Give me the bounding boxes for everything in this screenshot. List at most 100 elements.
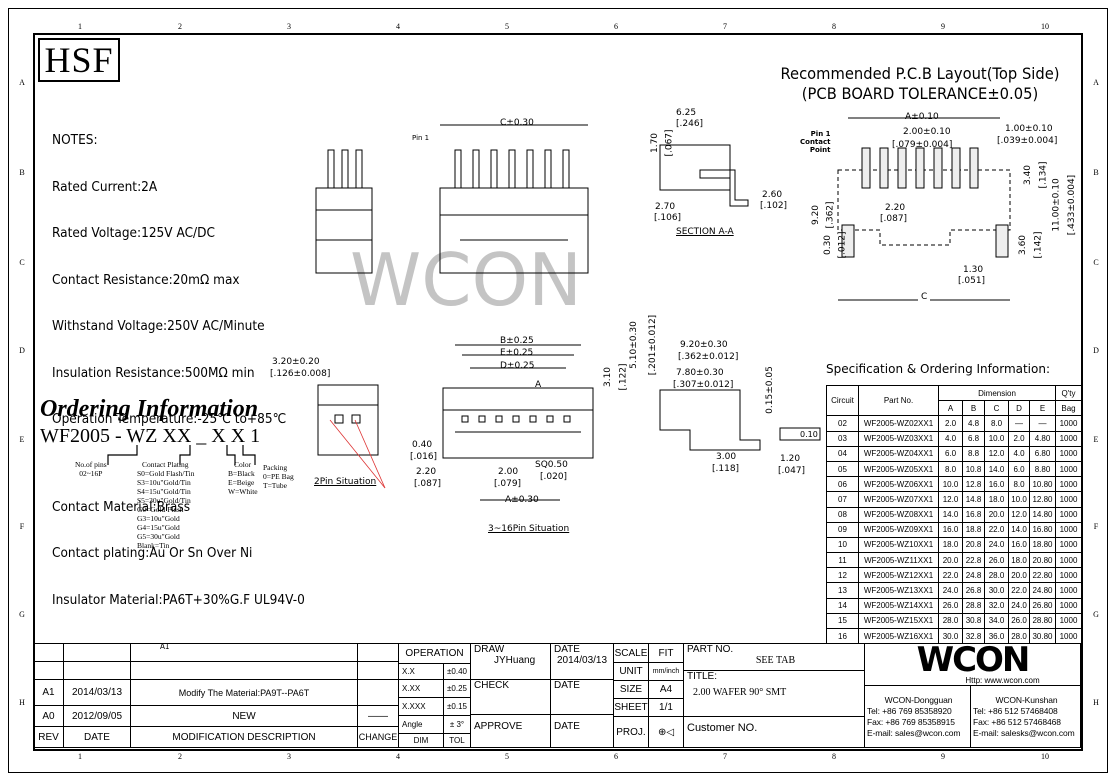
pin1-label: Pin 1 xyxy=(412,134,430,142)
table-cell: 14.8 xyxy=(962,491,985,508)
dim-label: 2.60 xyxy=(762,190,783,200)
table-cell: 4.8 xyxy=(962,415,985,432)
dim-label: 1.00±0.10 xyxy=(1005,124,1053,134)
column-marker: 1 xyxy=(78,22,82,31)
pins-legend: No.of pins 02~16P xyxy=(75,460,107,478)
header-b: B xyxy=(962,400,985,417)
pin-outline xyxy=(544,149,552,189)
row-marker: D xyxy=(1093,346,1099,355)
dim-label: [.079] xyxy=(494,479,522,489)
table-cell: 28.0 xyxy=(984,567,1009,584)
table-cell: 18.0 xyxy=(1008,552,1030,569)
table-cell: 14 xyxy=(826,597,859,614)
dim-label: 5.10±0.30 xyxy=(628,321,639,369)
note-line: Contact plating:Au Or Sn Over Ni xyxy=(52,545,253,561)
table-cell: 30.80 xyxy=(1029,627,1056,645)
dim-label: DIM xyxy=(398,733,444,748)
pin-square xyxy=(563,415,571,423)
dim-label: 2.20 xyxy=(416,467,437,477)
table-cell: 16 xyxy=(826,627,859,645)
dim-label: [.142] xyxy=(1033,231,1044,259)
plating-option: S5=30u"Gold/Tin xyxy=(137,496,191,505)
table-cell: 26.8 xyxy=(962,582,985,599)
title-cell: TITLE: 2.00 WAFER 90° SMT xyxy=(683,670,865,717)
table-cell: WF2005-WZ11XX1 xyxy=(858,552,939,569)
plating-option: S4=15u"Gold/Tin xyxy=(137,487,191,496)
customer-no-label: Customer NO. xyxy=(683,716,865,748)
office-email: E-mail: sales@wcon.com xyxy=(867,727,961,738)
table-cell: 15 xyxy=(826,612,859,630)
dim-label: [.134] xyxy=(1038,161,1049,189)
table-cell: 30.0 xyxy=(984,582,1009,599)
dim-label: [.087] xyxy=(414,479,442,489)
header-dimension: Dimension xyxy=(938,384,1056,402)
rev-a1-date: 2014/03/13 xyxy=(63,679,131,706)
table-cell: 1000 xyxy=(1055,491,1082,508)
note-line: Operation Temperature:-25℃ to+85℃ xyxy=(52,411,287,427)
dim-label: A±0.10 xyxy=(905,112,939,122)
table-cell: WF2005-WZ04XX1 xyxy=(858,445,939,462)
dim-label: 2.00 xyxy=(498,467,519,477)
office-fax: Fax: +86 769 85358915 xyxy=(867,716,955,727)
header-part-no: Part No. xyxy=(858,384,939,417)
table-cell: 28.8 xyxy=(962,597,985,614)
note-line: Rated Voltage:125V AC/DC xyxy=(52,225,215,241)
table-cell: 2.0 xyxy=(938,415,963,432)
revision-triangle-mark: A1 xyxy=(160,642,170,651)
table-cell: 1000 xyxy=(1055,612,1082,630)
table-cell: 4.0 xyxy=(938,430,963,447)
dim-label: [.201±0.012] xyxy=(648,314,659,376)
office-email: E-mail: salesks@wcon.com xyxy=(973,727,1075,738)
pcb-pad xyxy=(933,147,943,189)
tol-label: TOL xyxy=(443,733,471,748)
dim-label: [.122] xyxy=(618,363,629,391)
row-marker: E xyxy=(1093,435,1099,444)
size-label: SIZE xyxy=(613,680,649,699)
note-line: Contact Material:Brass xyxy=(52,498,191,515)
row-marker: H xyxy=(19,698,25,707)
column-marker: 6 xyxy=(614,752,618,761)
table-cell: 05 xyxy=(826,460,859,478)
table-cell: 1000 xyxy=(1055,415,1082,432)
table-cell: 6.8 xyxy=(962,430,985,447)
table-cell: 09 xyxy=(826,521,859,538)
drawing-frame xyxy=(33,33,1083,751)
tolerance-value: ±0.25 xyxy=(443,679,471,698)
tolerance-format: X.XXX xyxy=(398,697,444,716)
tolerance-format: X.X xyxy=(398,663,444,680)
table-cell: 22.0 xyxy=(1008,582,1030,599)
dim-label: 6.25 xyxy=(676,108,697,118)
table-cell: 18.8 xyxy=(962,521,985,538)
company-logo-cell: WCON Http: www.wcon.com xyxy=(864,643,1081,686)
dim-label: 9.20±0.30 xyxy=(680,340,728,350)
office-name: WCON-Kunshan xyxy=(995,694,1058,705)
rev-empty xyxy=(33,643,64,662)
dim-label: [.079±0.004] xyxy=(892,140,953,150)
pin-square xyxy=(461,415,469,423)
plating-option: G4=15u"Gold xyxy=(137,523,180,532)
note-line: Contact Resistance:20mΩ max xyxy=(52,271,240,288)
rev-a0: A0 xyxy=(33,705,64,727)
table-cell: 10 xyxy=(826,536,859,554)
row-marker: G xyxy=(19,610,25,619)
table-cell: 12.0 xyxy=(938,491,963,508)
table-cell: 1000 xyxy=(1055,430,1082,447)
plating-option: G5=30u"Gold xyxy=(137,532,180,541)
dim-label: 1.20 xyxy=(780,454,801,464)
date-header: DATE xyxy=(63,726,131,748)
ordering-code: WF2005 - WZ XX _ X X 1 xyxy=(40,425,261,447)
table-cell: 20.80 xyxy=(1029,552,1056,569)
part-no-label: PART NO. xyxy=(687,644,734,655)
dim-label: [.039±0.004] xyxy=(997,136,1058,146)
dim-label: [.362] xyxy=(825,201,836,229)
header-d: D xyxy=(1008,400,1030,417)
dim-label: [.102] xyxy=(760,201,788,211)
dim-label: [.012] xyxy=(837,231,848,259)
table-cell: 8.0 xyxy=(984,415,1009,432)
dim-label: SQ0.50 xyxy=(535,460,568,470)
